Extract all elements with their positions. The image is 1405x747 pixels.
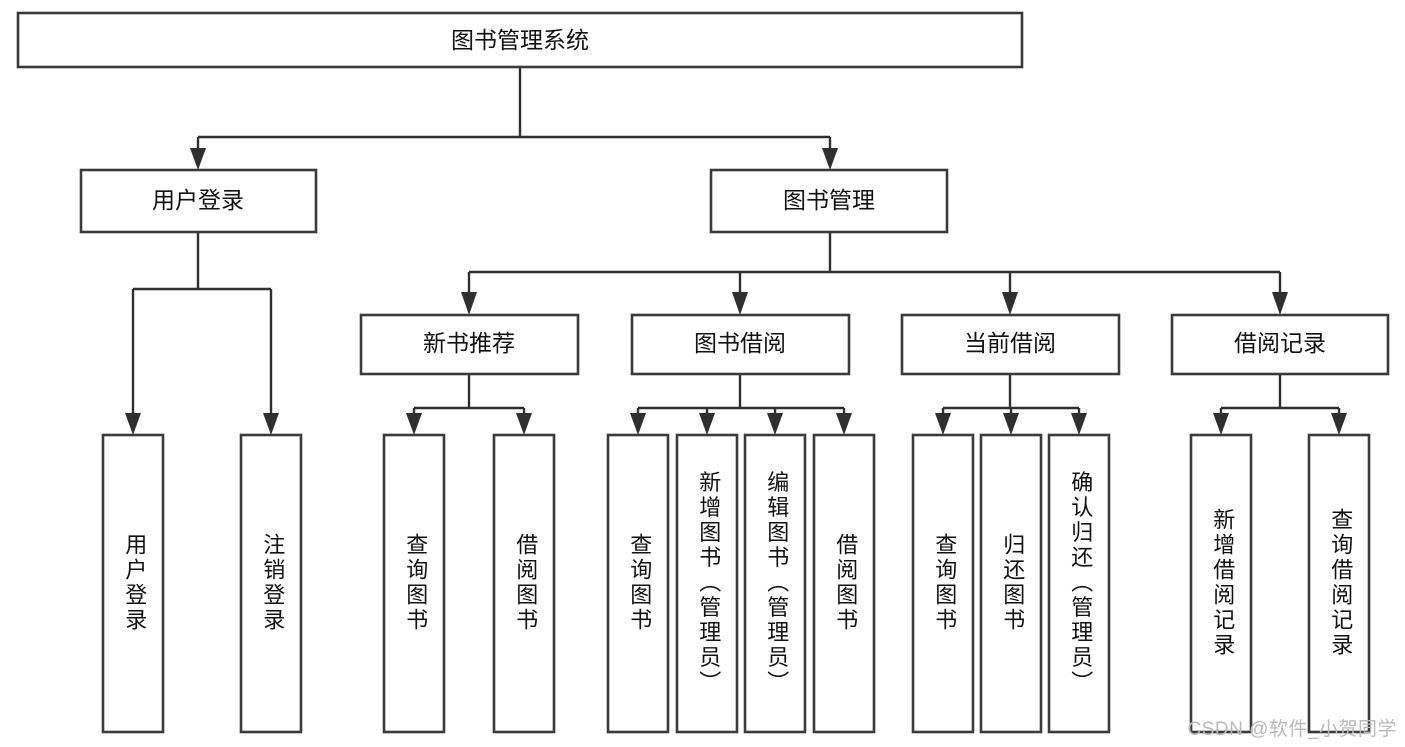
arrow-to-new-book-recommend: [461, 292, 477, 315]
arrow-to-leaf-query-record: [1331, 413, 1347, 435]
node-leaf-return-book-label: 归还图书: [1000, 533, 1025, 633]
node-book-borrow-label: 图书借阅: [694, 330, 786, 356]
node-current-borrow-label: 当前借阅: [964, 330, 1056, 356]
connector-layer: [125, 67, 1347, 435]
node-leaf-edit-book-box[interactable]: [743, 433, 807, 734]
node-leaf-user-login-label: 用户登录: [122, 533, 147, 633]
node-borrow-record-label: 借阅记录: [1234, 330, 1326, 356]
node-leaf-query-record-label: 查询借阅记录: [1328, 508, 1353, 658]
arrow-to-leaf-edit-book: [767, 413, 783, 435]
node-leaf-query-book-3-box[interactable]: [911, 433, 975, 734]
arrow-to-book-manage: [822, 148, 838, 170]
node-leaf-return-book[interactable]: 归还图书: [979, 433, 1043, 734]
link-root-bus: [196, 67, 832, 158]
node-leaf-query-book-1-box[interactable]: [382, 433, 446, 734]
node-leaf-query-record[interactable]: 查询借阅记录: [1307, 433, 1371, 734]
arrow-to-leaf-confirm-return: [1071, 413, 1087, 435]
node-leaf-user-logout-label: 注销登录: [260, 533, 285, 633]
arrow-to-leaf-query-book-2: [630, 413, 646, 435]
node-leaf-confirm-return-box[interactable]: [1047, 433, 1111, 734]
link-user-login-bus: [131, 232, 273, 424]
node-new-book-recommend-label: 新书推荐: [423, 330, 515, 356]
node-leaf-user-login[interactable]: 用户登录: [101, 433, 165, 734]
node-leaf-query-record-box[interactable]: [1307, 433, 1371, 734]
node-leaf-borrow-book-1-box[interactable]: [492, 433, 556, 734]
node-leaf-borrow-book-2-label: 借阅图书: [833, 533, 858, 633]
arrow-to-borrow-record: [1272, 292, 1288, 315]
link-new-book-recommend-bus: [412, 374, 526, 424]
link-book-borrow-bus: [636, 374, 846, 424]
node-book-manage-label: 图书管理: [783, 187, 875, 213]
node-leaf-add-book[interactable]: 新增图书（管理员）: [675, 433, 739, 734]
arrow-to-leaf-return-book: [1003, 413, 1019, 435]
node-leaf-borrow-book-2-box[interactable]: [812, 433, 876, 734]
node-current-borrow[interactable]: 当前借阅: [900, 313, 1121, 376]
link-borrow-record-bus: [1219, 374, 1341, 424]
node-book-borrow-box[interactable]: [630, 313, 851, 376]
node-root-box[interactable]: [16, 11, 1024, 69]
node-leaf-borrow-book-1[interactable]: 借阅图书: [492, 433, 556, 734]
node-leaf-query-book-1[interactable]: 查询图书: [382, 433, 446, 734]
node-leaf-query-book-2-box[interactable]: [606, 433, 670, 734]
node-root[interactable]: 图书管理系统: [16, 11, 1024, 69]
arrow-to-leaf-add-record: [1213, 413, 1229, 435]
node-leaf-add-record-box[interactable]: [1189, 433, 1253, 734]
node-book-borrow[interactable]: 图书借阅: [630, 313, 851, 376]
arrow-to-leaf-user-logout: [263, 413, 279, 435]
node-leaf-user-login-box[interactable]: [101, 433, 165, 734]
node-leaf-query-book-1-label: 查询图书: [403, 533, 428, 633]
arrow-to-current-borrow: [1002, 292, 1018, 315]
node-leaf-borrow-book-2[interactable]: 借阅图书: [812, 433, 876, 734]
node-borrow-record[interactable]: 借阅记录: [1170, 313, 1390, 376]
arrow-to-leaf-query-book-1: [406, 413, 422, 435]
arrow-to-user-login: [190, 148, 206, 170]
node-leaf-add-book-label: 新增图书（管理员）: [696, 471, 721, 696]
node-leaf-query-book-2[interactable]: 查询图书: [606, 433, 670, 734]
arrow-to-book-borrow: [732, 292, 748, 315]
node-leaf-edit-book[interactable]: 编辑图书（管理员）: [743, 433, 807, 734]
arrow-to-leaf-borrow-book-1: [516, 413, 532, 435]
node-leaf-user-logout-box[interactable]: [239, 433, 303, 734]
node-leaf-query-book-2-label: 查询图书: [627, 533, 652, 633]
node-leaf-add-record-label: 新增借阅记录: [1210, 508, 1235, 658]
node-user-login[interactable]: 用户登录: [79, 168, 318, 234]
node-leaf-query-book-3-label: 查询图书: [932, 533, 957, 633]
node-current-borrow-box[interactable]: [900, 313, 1121, 376]
node-leaf-edit-book-label: 编辑图书（管理员）: [764, 471, 789, 696]
node-borrow-record-box[interactable]: [1170, 313, 1390, 376]
arrow-to-leaf-borrow-book-2: [836, 413, 852, 435]
node-new-book-recommend-box[interactable]: [359, 313, 580, 376]
node-leaf-return-book-box[interactable]: [979, 433, 1043, 734]
node-leaf-query-book-3[interactable]: 查询图书: [911, 433, 975, 734]
node-leaf-user-logout[interactable]: 注销登录: [239, 433, 303, 734]
node-leaf-add-book-box[interactable]: [675, 433, 739, 734]
node-leaf-confirm-return[interactable]: 确认归还（管理员）: [1047, 433, 1111, 734]
node-book-manage[interactable]: 图书管理: [709, 168, 949, 234]
node-leaf-borrow-book-1-label: 借阅图书: [513, 533, 538, 633]
arrow-to-leaf-user-login: [125, 413, 141, 435]
node-user-login-box[interactable]: [79, 168, 318, 234]
link-book-manage-bus: [467, 232, 1282, 293]
node-new-book-recommend[interactable]: 新书推荐: [359, 313, 580, 376]
node-leaf-confirm-return-label: 确认归还（管理员）: [1068, 471, 1093, 696]
node-root-label: 图书管理系统: [451, 27, 589, 53]
node-book-manage-box[interactable]: [709, 168, 949, 234]
arrow-to-leaf-query-book-3: [935, 413, 951, 435]
node-user-login-label: 用户登录: [152, 187, 244, 213]
node-leaf-add-record[interactable]: 新增借阅记录: [1189, 433, 1253, 734]
arrow-to-leaf-add-book: [699, 413, 715, 435]
